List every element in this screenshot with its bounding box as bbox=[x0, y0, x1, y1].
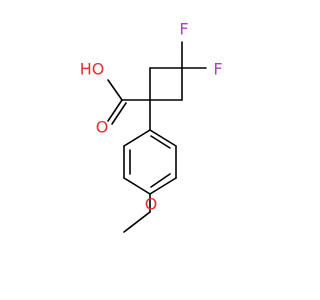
bond-phenyl-inner-2 bbox=[150, 173, 171, 188]
fluorine-right-label: F bbox=[213, 60, 222, 79]
bond-phenyl-3 bbox=[149, 177, 177, 195]
molecule-diagram: F F HO O O bbox=[80, 20, 223, 233]
bond-phenyl-4 bbox=[123, 177, 151, 195]
bond-phenyl-6 bbox=[123, 129, 151, 147]
fluorine-top-label: F bbox=[179, 20, 188, 39]
bond-o-methyl bbox=[123, 211, 151, 233]
bond-phenyl-inner-1 bbox=[150, 135, 171, 149]
hydroxyl-label: HO bbox=[80, 60, 105, 79]
methoxy-oxygen-label: O bbox=[145, 195, 158, 214]
structure-drawing: F F HO O O bbox=[80, 20, 223, 233]
bond-c-o-double-b bbox=[111, 102, 127, 125]
bond-c-oh bbox=[107, 79, 123, 101]
bond-c-o-double-a bbox=[107, 99, 123, 122]
carbonyl-oxygen-label: O bbox=[96, 118, 109, 137]
bond-phenyl-1 bbox=[149, 129, 177, 147]
